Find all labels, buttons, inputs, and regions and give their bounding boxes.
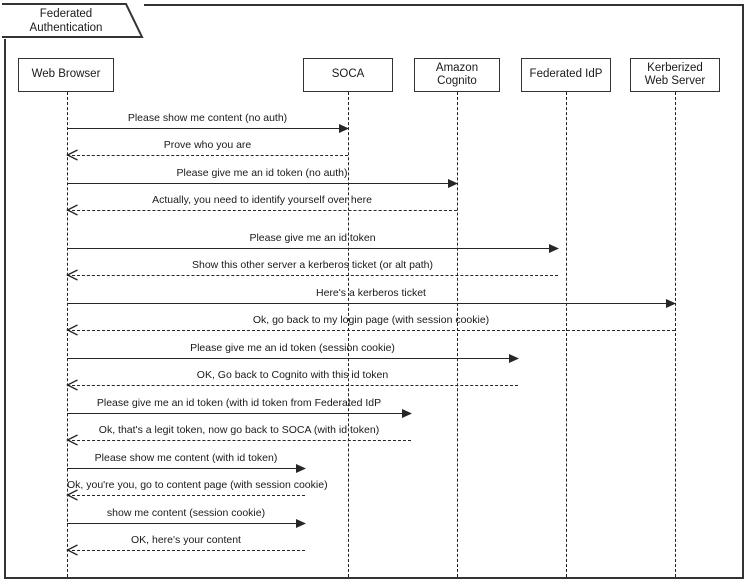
diagram-title-tab: Federated Authentication: [2, 3, 144, 39]
message-label-9: Please give me an id token (session cook…: [190, 342, 395, 354]
arrowhead-right-icon: [296, 518, 306, 528]
message-label-11: Please give me an id token (with id toke…: [96, 397, 382, 409]
participant-label-line1: Federated IdP: [529, 68, 603, 81]
participant-soca[interactable]: SOCA: [303, 58, 393, 92]
arrowhead-right-icon: [666, 298, 676, 308]
message-label-6: Show this other server a kerberos ticket…: [191, 259, 434, 271]
arrowhead-left-icon: [66, 379, 78, 391]
participant-label-federated-idp: Federated IdP: [530, 68, 603, 82]
message-line-11: [67, 413, 411, 414]
diagram-title: Federated Authentication: [4, 7, 128, 35]
diagram-title-line2: Authentication: [29, 22, 103, 34]
arrowhead-left-icon: [66, 204, 78, 216]
arrowhead-right-icon: [402, 408, 412, 418]
message-label-1: Please show me content (no auth): [127, 112, 288, 124]
participant-label-line2: Web Server: [644, 75, 706, 87]
arrowhead-right-icon: [509, 353, 519, 363]
message-label-8: Ok, go back to my login page (with sessi…: [252, 314, 490, 326]
lifeline-soca: [348, 92, 349, 577]
participant-label-line1: Kerberized: [647, 61, 703, 74]
arrowhead-right-icon: [296, 463, 306, 473]
arrowhead-right-icon: [339, 123, 349, 133]
arrowhead-left-icon: [66, 544, 78, 556]
message-line-14: [67, 495, 305, 496]
arrowhead-left-icon: [66, 269, 78, 281]
message-label-5: Please give me an id token: [249, 232, 376, 244]
message-line-6: [67, 275, 558, 276]
participant-label-line1: Web Browser: [31, 68, 101, 81]
participant-web-browser[interactable]: Web Browser: [18, 58, 114, 92]
message-label-3: Please give me an id token (no auth): [176, 167, 348, 179]
message-line-12: [67, 440, 411, 441]
message-label-2: Prove who you are: [163, 139, 252, 151]
participant-federated-idp[interactable]: Federated IdP: [521, 58, 611, 92]
message-line-10: [67, 385, 518, 386]
arrowhead-left-icon: [66, 434, 78, 446]
message-label-16: OK, here's your content: [131, 534, 241, 546]
title-tab-outline: [2, 3, 144, 38]
participant-label-soca: SOCA: [332, 68, 365, 82]
arrowhead-right-icon: [549, 243, 559, 253]
message-line-13: [67, 468, 305, 469]
message-line-9: [67, 358, 518, 359]
message-line-4: [67, 210, 457, 211]
message-line-8: [67, 330, 675, 331]
participant-label-line2: Cognito: [437, 75, 477, 87]
message-label-7: Here's a kerberos ticket: [316, 287, 426, 299]
participant-label-web-browser: Web Browser: [32, 68, 101, 82]
message-line-1: [67, 128, 348, 129]
participant-label-line1: SOCA: [331, 68, 365, 81]
message-line-7: [67, 303, 675, 304]
arrowhead-left-icon: [66, 149, 78, 161]
message-label-10: OK, Go back to Cognito with this id toke…: [196, 369, 389, 381]
message-label-15: show me content (session cookie): [106, 507, 266, 519]
message-line-3: [67, 183, 457, 184]
diagram-title-line1: Federated: [39, 8, 93, 20]
diagram-frame: [4, 4, 744, 579]
lifeline-web-browser: [67, 92, 68, 577]
message-label-12: Ok, that's a legit token, now go back to…: [98, 424, 380, 436]
lifeline-kerberized-web-server: [675, 92, 676, 577]
message-line-15: [67, 523, 305, 524]
message-label-13: Please show me content (with id token): [94, 452, 278, 464]
message-line-2: [67, 155, 348, 156]
arrowhead-left-icon: [66, 324, 78, 336]
message-line-5: [67, 248, 558, 249]
message-label-14: Ok, you're you, go to content page (with…: [67, 479, 328, 491]
message-line-16: [67, 550, 305, 551]
message-label-4: Actually, you need to identify yourself …: [152, 194, 372, 206]
arrowhead-right-icon: [448, 178, 458, 188]
lifeline-amazon-cognito: [457, 92, 458, 577]
lifeline-federated-idp: [566, 92, 567, 577]
arrowhead-left-icon: [66, 489, 78, 501]
participant-label-line1: Amazon: [435, 61, 479, 74]
